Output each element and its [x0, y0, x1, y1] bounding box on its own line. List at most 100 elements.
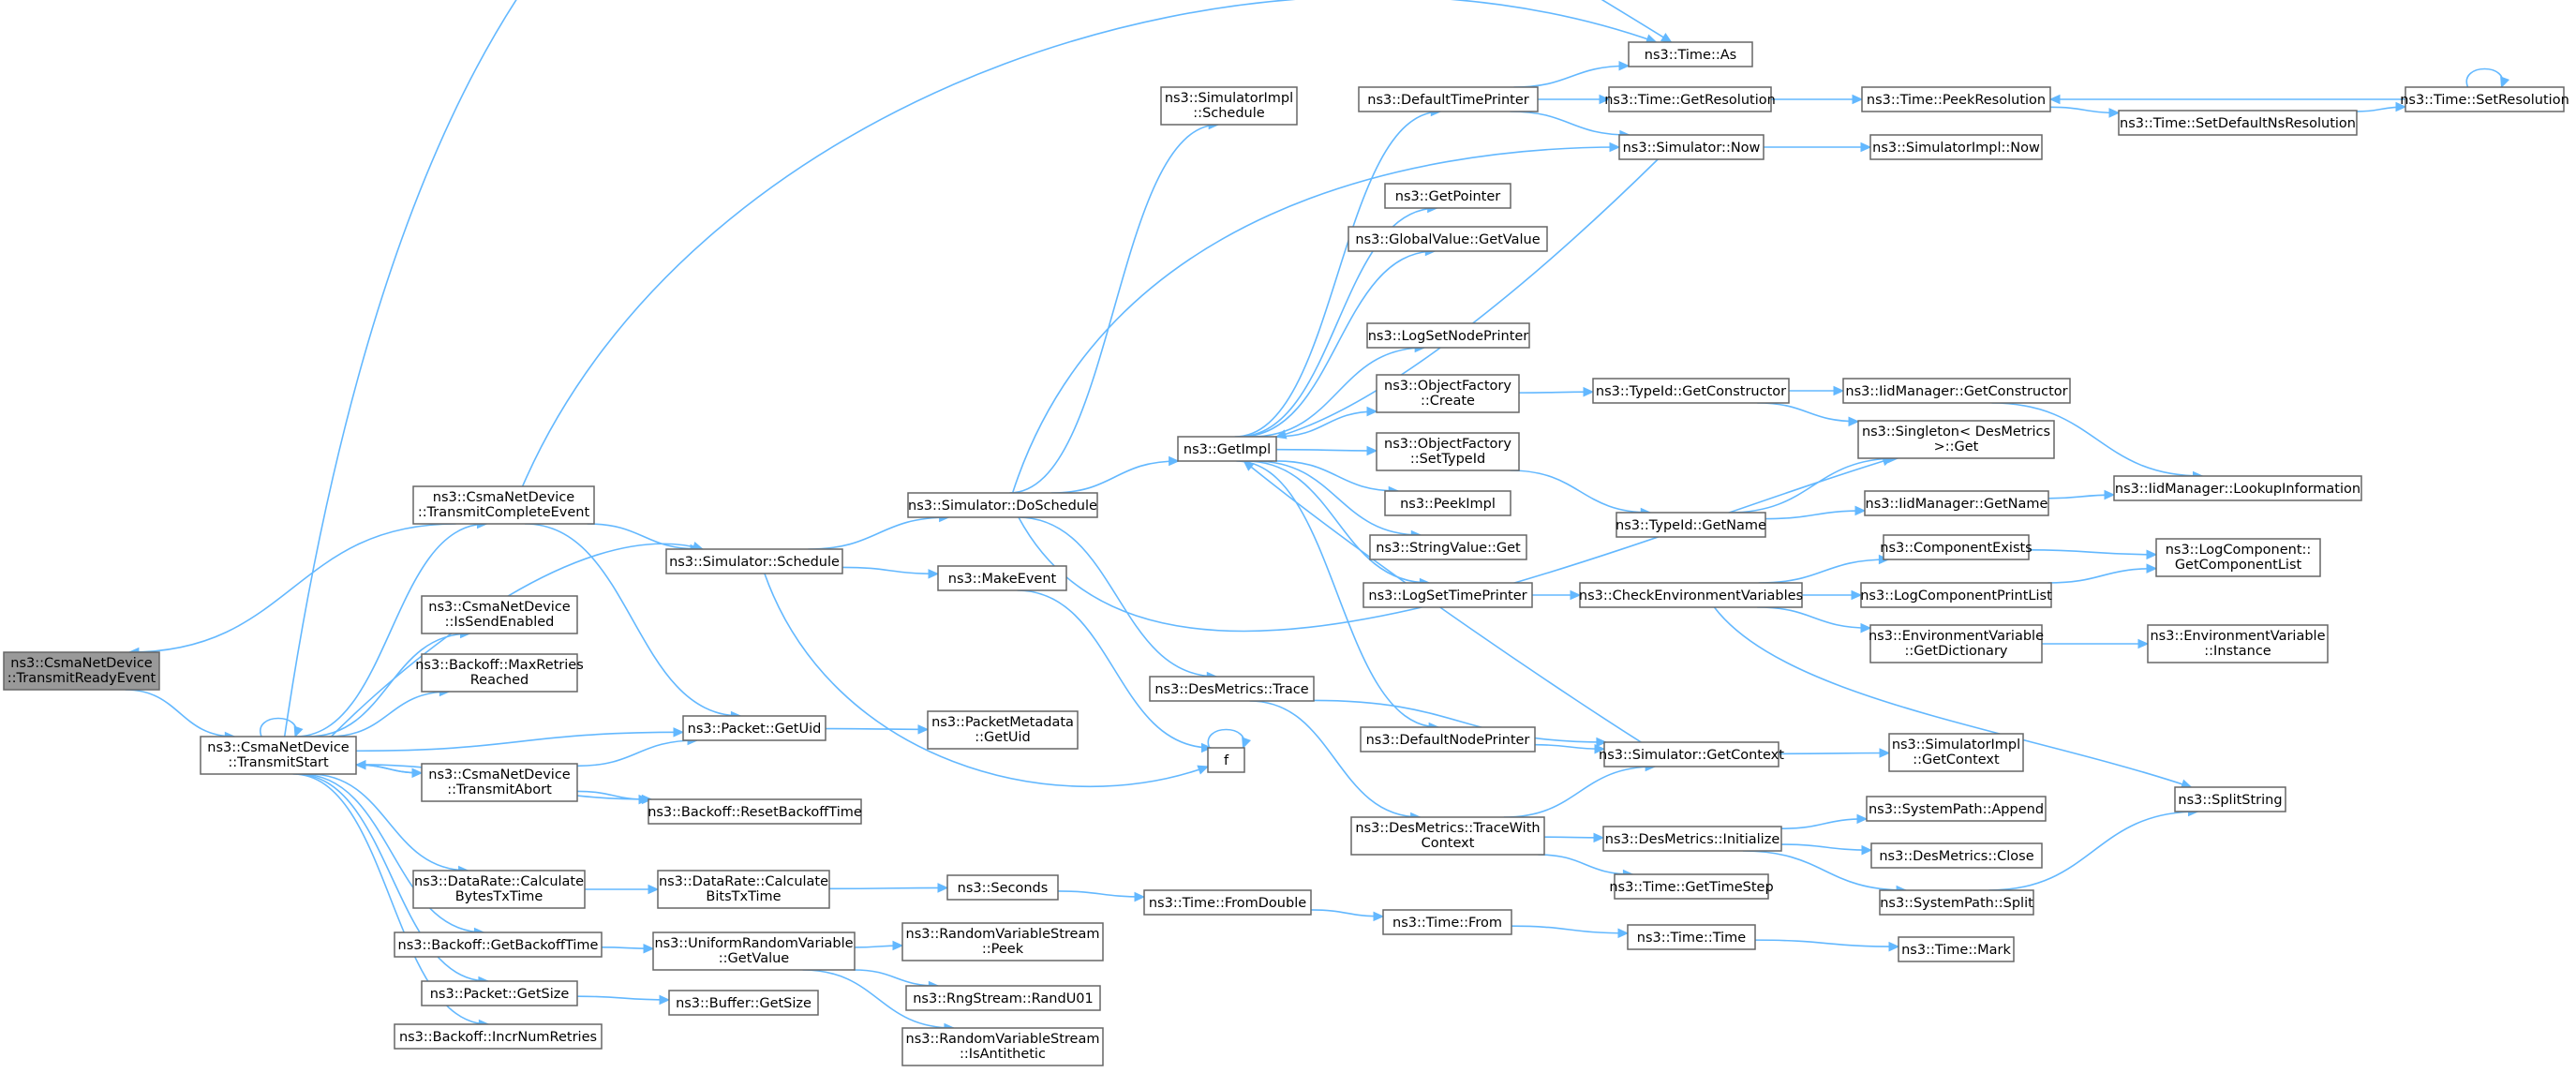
call-edge-compexists-to-lcgcl	[2028, 549, 2158, 560]
edge-arrowhead	[1366, 406, 1378, 417]
function-node-root[interactable]: ns3::CsmaNetDevice::TransmitReadyEvent	[3, 651, 160, 691]
edge-line	[1534, 743, 1605, 751]
function-node-simgetctx[interactable]: ns3::Simulator::GetContext	[1599, 741, 1784, 767]
function-node-getimpl[interactable]: ns3::GetImpl	[1177, 436, 1277, 462]
edge-line	[355, 731, 684, 753]
function-node-pmuid[interactable]: ns3::PacketMetadata::GetUid	[927, 710, 1079, 750]
function-node-desinit[interactable]: ns3::DesMetrics::Initialize	[1602, 826, 1782, 852]
node-box	[2147, 624, 2329, 663]
function-node-splitstr[interactable]: ns3::SplitString	[2174, 786, 2286, 812]
function-node-timetime[interactable]: ns3::Time::Time	[1627, 924, 1756, 950]
function-node-tcomp[interactable]: ns3::CsmaNetDevice::TransmitCompleteEven…	[412, 485, 595, 525]
edge-line	[1780, 843, 1872, 851]
node-label-line: ns3::ObjectFactory	[1384, 437, 1511, 452]
function-node-peekimpl[interactable]: ns3::PeekImpl	[1384, 490, 1511, 516]
function-node-randu[interactable]: ns3::RngStream::RandU01	[905, 985, 1101, 1011]
function-node-lcpl[interactable]: ns3::LogComponentPrintList	[1860, 582, 2052, 608]
edge-arrowhead	[659, 994, 671, 1006]
function-node-compexists[interactable]: ns3::ComponentExists	[1880, 534, 2033, 560]
node-box	[1602, 826, 1782, 852]
edge-line	[1991, 402, 2203, 477]
function-node-pgetsize[interactable]: ns3::Packet::GetSize	[421, 980, 578, 1006]
function-node-timemark[interactable]: ns3::Time::Mark	[1898, 936, 2015, 962]
node-box	[657, 870, 830, 909]
function-node-tidgetctor[interactable]: ns3::TypeId::GetConstructor	[1592, 378, 1790, 404]
edge-line	[1513, 65, 1630, 88]
function-node-simplsched[interactable]: ns3::SimulatorImpl::Schedule	[1160, 86, 1298, 126]
function-node-simnow[interactable]: ns3::Simulator::Now	[1618, 134, 1764, 160]
node-label-line: ns3::RandomVariableStream	[906, 927, 1100, 942]
function-node-isanti[interactable]: ns3::RandomVariableStream::IsAntithetic	[901, 1027, 1104, 1066]
function-node-spsplit[interactable]: ns3::SystemPath::Split	[1879, 889, 2034, 916]
function-node-getres[interactable]: ns3::Time::GetResolution	[1604, 86, 1776, 112]
function-node-ofsettid[interactable]: ns3::ObjectFactory::SetTypeId	[1376, 432, 1520, 471]
function-node-urvget[interactable]: ns3::UniformRandomVariable::GetValue	[652, 931, 856, 971]
node-label-line: ::GetUid	[975, 730, 1030, 745]
call-edge-fromdouble-to-timefrom	[1310, 909, 1385, 922]
function-node-tidgetname[interactable]: ns3::TypeId::GetName	[1616, 512, 1766, 538]
function-node-dosched[interactable]: ns3::Simulator::DoSchedule	[907, 492, 1098, 518]
node-box	[1879, 889, 2034, 916]
node-box	[652, 931, 856, 971]
function-node-rvspeek[interactable]: ns3::RandomVariableStream::Peek	[901, 922, 1104, 961]
function-node-spappend[interactable]: ns3::SystemPath::Append	[1866, 796, 2047, 822]
function-node-singleton[interactable]: ns3::Singleton< DesMetrics>::Get	[1857, 420, 2055, 459]
edge-line	[808, 516, 949, 550]
function-node-timefrom[interactable]: ns3::Time::From	[1382, 909, 1512, 935]
function-node-fromdouble[interactable]: ns3::Time::FromDouble	[1143, 889, 1312, 916]
edge-arrowhead	[1851, 589, 1863, 601]
function-node-tabort[interactable]: ns3::CsmaNetDevice::TransmitAbort	[421, 763, 578, 802]
function-node-seconds[interactable]: ns3::Seconds	[946, 874, 1059, 901]
function-node-setres[interactable]: ns3::Time::SetResolution	[2400, 86, 2569, 112]
function-node-iidgetctor[interactable]: ns3::IidManager::GetConstructor	[1842, 378, 2071, 404]
function-node-timeas[interactable]: ns3::Time::As	[1628, 41, 1753, 67]
node-label-line: GetComponentList	[2175, 558, 2302, 573]
function-node-ofcreate[interactable]: ns3::ObjectFactory::Create	[1376, 374, 1520, 413]
function-node-setdefns[interactable]: ns3::Time::SetDefaultNsResolution	[2118, 110, 2358, 136]
function-node-sched[interactable]: ns3::Simulator::Schedule	[665, 548, 843, 574]
function-node-gvget[interactable]: ns3::GlobalValue::GetValue	[1348, 226, 1548, 252]
function-node-gettimestep[interactable]: ns3::Time::GetTimeStep	[1609, 873, 1774, 900]
function-node-resetbo[interactable]: ns3::Backoff::ResetBackoffTime	[648, 798, 862, 825]
function-node-envinst[interactable]: ns3::EnvironmentVariable::Instance	[2147, 624, 2329, 663]
node-box	[1608, 86, 1772, 112]
function-node-getuid[interactable]: ns3::Packet::GetUid	[682, 715, 826, 741]
node-label-line: ns3::Time::Time	[1637, 931, 1747, 946]
call-edge-getimpl-to-ofsettid	[1275, 445, 1378, 456]
call-edge-sched-to-f	[764, 573, 1210, 788]
function-node-lsnp[interactable]: ns3::LogSetNodePrinter	[1366, 322, 1530, 349]
call-edge-peekres-to-setdefns	[2049, 106, 2121, 118]
function-node-issend[interactable]: ns3::CsmaNetDevice::IsSendEnabled	[421, 595, 578, 634]
function-node-lcgcl[interactable]: ns3::LogComponent::GetComponentList	[2155, 538, 2321, 577]
function-node-tstart[interactable]: ns3::CsmaNetDevice::TransmitStart	[200, 736, 357, 775]
function-node-getptr[interactable]: ns3::GetPointer	[1384, 183, 1511, 209]
function-node-makeev[interactable]: ns3::MakeEvent	[937, 565, 1067, 591]
call-edge-lstp-to-checkenv	[1532, 589, 1582, 601]
function-node-iidlookup[interactable]: ns3::IidManager::LookupInformation	[2113, 475, 2362, 501]
function-node-iidgetname[interactable]: ns3::IidManager::GetName	[1864, 490, 2049, 516]
function-node-dtp[interactable]: ns3::DefaultTimePrinter	[1358, 86, 1539, 112]
function-node-f[interactable]: f	[1207, 747, 1245, 773]
node-label-line: BytesTxTime	[455, 889, 543, 904]
function-node-dnp[interactable]: ns3::DefaultNodePrinter	[1360, 726, 1536, 753]
node-box	[1842, 378, 2071, 404]
edge-line	[1518, 391, 1594, 394]
function-node-incr[interactable]: ns3::Backoff::IncrNumRetries	[394, 1023, 603, 1050]
function-node-desclose[interactable]: ns3::DesMetrics::Close	[1870, 842, 2043, 869]
function-node-bufsize[interactable]: ns3::Buffer::GetSize	[668, 990, 819, 1016]
node-label-line: ns3::IidManager::GetName	[1866, 497, 2048, 512]
function-node-simigetctx[interactable]: ns3::SimulatorImpl::GetContext	[1888, 733, 2024, 772]
function-node-peekres[interactable]: ns3::Time::PeekResolution	[1861, 86, 2051, 112]
function-node-trace[interactable]: ns3::DesMetrics::Trace	[1149, 676, 1315, 702]
edge-arrowhead	[1861, 844, 1873, 856]
function-node-envdict[interactable]: ns3::EnvironmentVariable::GetDictionary	[1869, 624, 2044, 663]
function-node-svget[interactable]: ns3::StringValue::Get	[1369, 534, 1527, 560]
function-node-getbackoff[interactable]: ns3::Backoff::GetBackoffTime	[394, 931, 603, 958]
function-node-checkenv[interactable]: ns3::CheckEnvironmentVariables	[1579, 582, 1803, 608]
function-node-siminow[interactable]: ns3::SimulatorImpl::Now	[1869, 134, 2043, 160]
function-node-lstp[interactable]: ns3::LogSetTimePrinter	[1362, 582, 1533, 608]
